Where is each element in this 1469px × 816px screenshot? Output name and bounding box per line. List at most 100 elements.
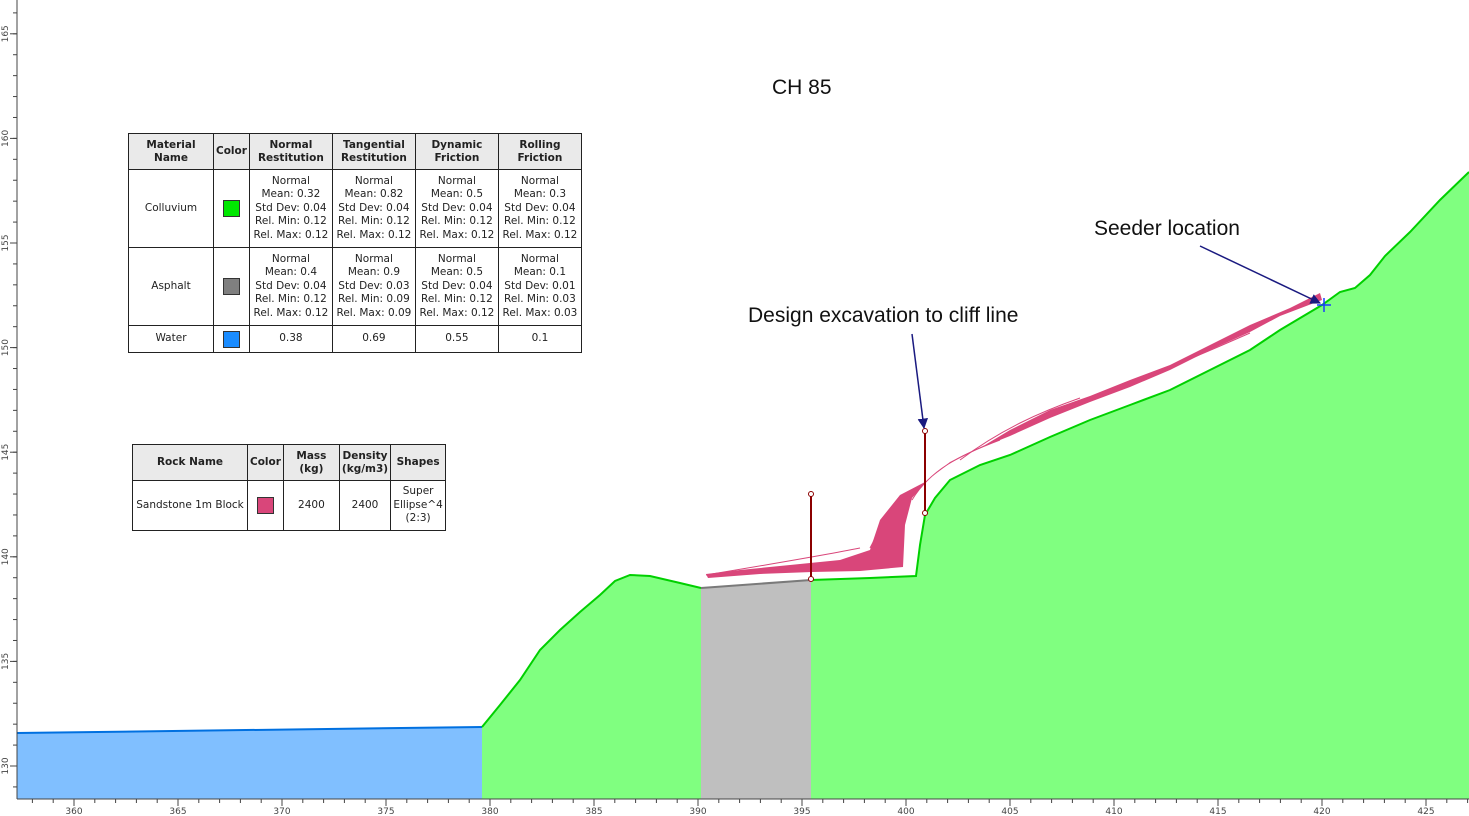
- cell-line: Rel. Max: 0.12: [253, 228, 329, 241]
- material-color-cell: [213, 247, 250, 326]
- cell-line: Rel. Min: 0.03: [504, 293, 576, 306]
- y-tick-label: 165: [1, 25, 11, 42]
- material-name: Colluvium: [128, 169, 214, 248]
- rock-density: 2400: [338, 480, 392, 531]
- x-tick-label: 385: [585, 807, 602, 816]
- cell-line: Rel. Max: 0.09: [336, 306, 412, 319]
- col-rolling-friction: Rolling Friction: [497, 133, 582, 170]
- cell-line: Rel. Max: 0.03: [502, 306, 578, 319]
- cell-line: Rel. Min: 0.09: [338, 293, 410, 306]
- excavation-arrow: [911, 333, 929, 430]
- cell-line: Std Dev: 0.04: [421, 201, 493, 214]
- asphalt-surface-line: [700, 579, 812, 589]
- x-tick-label: 400: [897, 807, 914, 816]
- col-density: Density (kg/m3): [338, 444, 392, 481]
- cell-line: Mean: 0.5: [430, 188, 484, 201]
- cell-line: Normal: [520, 174, 559, 187]
- cell-line: Std Dev: 0.04: [255, 201, 327, 214]
- barrier-upper-base-node[interactable]: [922, 510, 928, 516]
- y-tick-label: 145: [1, 444, 11, 461]
- col-normal-restitution: Normal Restitution: [248, 133, 333, 170]
- barrier-lower-base-node[interactable]: [808, 576, 814, 582]
- rock-color-swatch: [256, 497, 274, 514]
- x-tick-label: 405: [1001, 807, 1018, 816]
- trajectory-spread-lower: [707, 332, 1251, 578]
- cell-line: Rel. Min: 0.12: [255, 293, 327, 306]
- cell-line: Rel. Min: 0.12: [421, 215, 493, 228]
- col-dynamic-friction: Dynamic Friction: [414, 133, 499, 170]
- cell-line: Rel. Max: 0.12: [419, 228, 495, 241]
- x-tick-label: 395: [793, 807, 810, 816]
- material-color-swatch: [222, 200, 240, 217]
- cell-line: 0.1: [531, 332, 549, 345]
- material-color-swatch: [222, 278, 240, 295]
- cell-line: (2:3): [405, 512, 431, 525]
- cell-line: Rel. Min: 0.12: [421, 293, 493, 306]
- col-rock-name: Rock Name: [132, 444, 248, 481]
- material-properties-table: Material Name Color Normal Restitution T…: [128, 133, 582, 353]
- seeder-marker[interactable]: [1317, 298, 1331, 312]
- col-tangential-restitution: Tangential Restitution: [331, 133, 416, 170]
- cell-line: Mean: 0.4: [264, 266, 318, 279]
- section-title: CH 85: [772, 76, 832, 99]
- x-tick-label: 360: [65, 807, 82, 816]
- y-tick-label: 135: [1, 653, 11, 670]
- barrier-upper: [922, 428, 928, 516]
- x-tick-label: 420: [1313, 807, 1330, 816]
- cell-line: Ellipse^4: [393, 498, 443, 511]
- cell-line: Rel. Min: 0.12: [255, 215, 327, 228]
- cell-line: Std Dev: 0.03: [338, 279, 410, 292]
- rock-properties-table: Rock Name Color Mass (kg) Density (kg/m3…: [132, 444, 447, 531]
- cell-line: Normal: [354, 174, 393, 187]
- trajectory-band: [706, 293, 1322, 578]
- material-tangential-restitution: 0.69: [331, 325, 416, 353]
- cell-line: Normal: [271, 252, 310, 265]
- colluvium-surface-right: [810, 171, 1469, 581]
- col-mass: Mass (kg): [282, 444, 340, 481]
- material-rolling-friction: 0.1: [497, 325, 582, 353]
- water-region: [17, 727, 482, 799]
- x-tick-label: 425: [1417, 807, 1434, 816]
- material-color-cell: [213, 325, 250, 353]
- cell-line: Mean: 0.32: [261, 188, 321, 201]
- x-tick-label: 365: [169, 807, 186, 816]
- col-rock-color: Color: [247, 444, 284, 481]
- y-tick-label: 155: [1, 234, 11, 251]
- barrier-upper-top-node[interactable]: [922, 428, 928, 434]
- rock-name: Sandstone 1m Block: [132, 480, 248, 531]
- cell-line: Mean: 0.1: [513, 266, 567, 279]
- col-material-name: Material Name: [128, 133, 214, 170]
- colluvium-region-right: [811, 172, 1469, 799]
- x-tick-label: 370: [273, 807, 290, 816]
- material-color-cell: [213, 169, 250, 248]
- y-tick-label: 140: [1, 548, 11, 565]
- rock-color-cell: [247, 480, 284, 531]
- barrier-lower-top-node[interactable]: [808, 491, 814, 497]
- cell-line: Mean: 0.5: [430, 266, 484, 279]
- cell-line: 0.55: [445, 332, 469, 345]
- barrier-lower: [808, 491, 814, 582]
- colluvium-region-left: [482, 575, 701, 799]
- cell-line: Rel. Max: 0.12: [419, 306, 495, 319]
- seeder-label: Seeder location: [1094, 217, 1240, 240]
- material-dynamic-friction: 0.55: [414, 325, 499, 353]
- cell-line: Normal: [520, 252, 559, 265]
- rockfall-trajectories: [705, 293, 1322, 578]
- cell-line: Std Dev: 0.04: [504, 201, 576, 214]
- cell-line: 0.38: [279, 332, 303, 345]
- cell-line: Rel. Max: 0.12: [253, 306, 329, 319]
- cell-line: Super: [402, 485, 434, 498]
- excavation-label: Design excavation to cliff line: [748, 304, 1019, 327]
- rock-mass: 2400: [282, 480, 340, 531]
